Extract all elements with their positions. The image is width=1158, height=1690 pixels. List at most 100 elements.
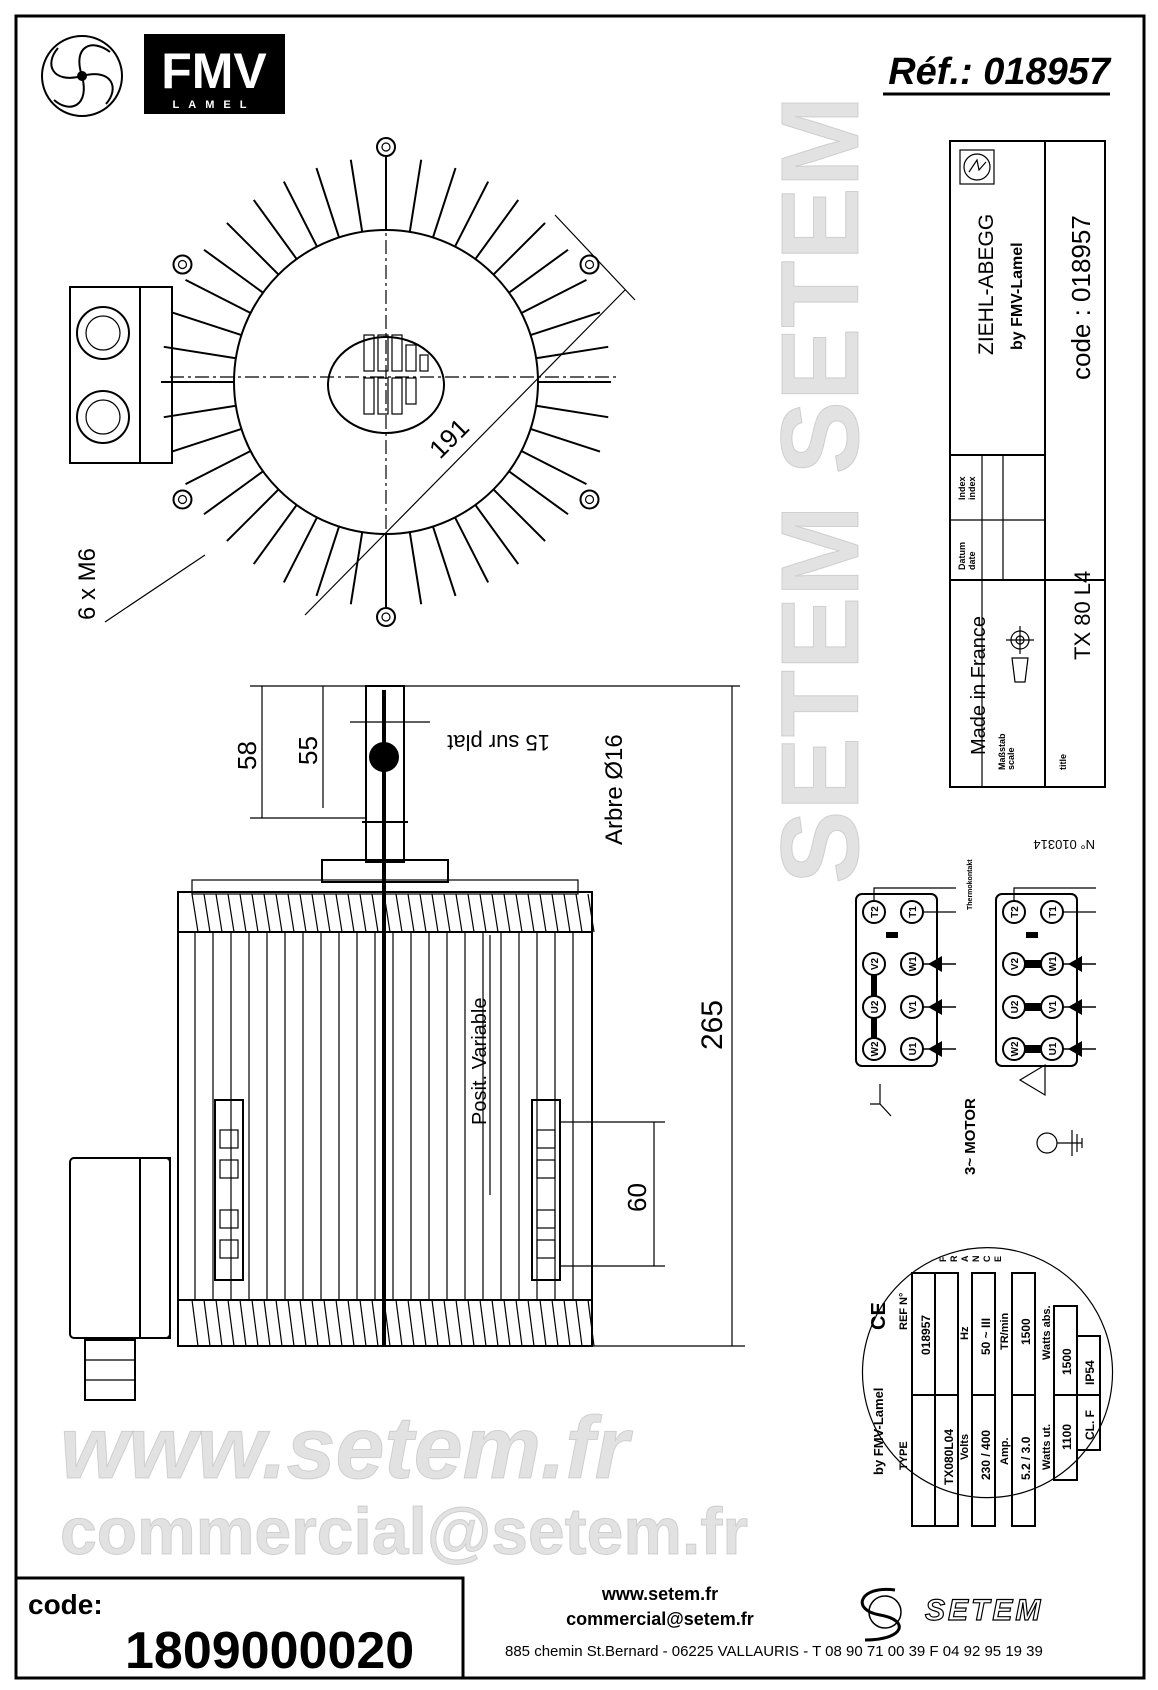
reference-number: Réf.: 018957 — [888, 51, 1112, 93]
fin — [432, 167, 457, 238]
hz-label: Hz — [959, 1326, 971, 1340]
terminal-label: U2 — [1010, 1000, 1021, 1013]
amp-label: Amp. — [999, 1438, 1011, 1466]
projection-symbol-icon — [1006, 626, 1034, 683]
scale-label: Maßstab — [997, 733, 1007, 770]
index-label: Index — [957, 476, 967, 500]
fin — [454, 516, 490, 583]
terminal-U2 — [862, 995, 886, 1019]
ground-icon — [1036, 1130, 1083, 1156]
footer-email: commercial@setem.fr — [566, 1609, 754, 1629]
country-letter: F — [938, 1256, 948, 1262]
star-symbol-icon — [870, 1084, 892, 1117]
scale-label-en: scale — [1006, 747, 1016, 770]
ziehl-abegg-logo-icon — [959, 149, 995, 185]
terminal-U2 — [1002, 995, 1026, 1019]
ce-mark-icon: CE — [868, 1302, 890, 1330]
country-letter: A — [960, 1255, 970, 1262]
bolt-icon — [579, 489, 600, 510]
delta-symbol-icon — [1018, 1063, 1046, 1097]
terminal-label: W1 — [1048, 956, 1059, 971]
shaft-label: Arbre Ø16 — [601, 734, 628, 845]
ip-rating: IP54 — [1083, 1360, 1097, 1385]
terminal-label: T2 — [1010, 906, 1021, 918]
terminal-V2 — [1002, 952, 1026, 976]
cooling-fins — [161, 157, 611, 607]
motor-label: 3~ MOTOR — [962, 1098, 979, 1175]
terminal-label: T1 — [1048, 906, 1059, 918]
fin — [171, 311, 242, 336]
thermo-label: Thermokontakt — [967, 859, 974, 910]
date-label: date — [967, 551, 977, 570]
terminal-label: U2 — [870, 1000, 881, 1013]
rpm-value: 1500 — [1019, 1318, 1033, 1345]
terminal-label: V2 — [1010, 957, 1021, 970]
brand-ziehl-abegg: ZIEHL-ABEGG — [975, 214, 998, 355]
code-label: code: — [28, 1589, 103, 1620]
terminal-W2 — [862, 1037, 886, 1061]
fan-icon — [41, 35, 123, 117]
terminal-V2 — [862, 952, 886, 976]
title-label: title — [1058, 754, 1068, 770]
fin — [535, 404, 609, 419]
fin — [492, 488, 546, 542]
setem-logo-text: SETEM — [925, 1594, 1043, 1627]
nameplate-brand: by FMV-Lamel — [871, 1388, 886, 1475]
fin — [454, 181, 490, 248]
fin — [474, 199, 520, 260]
title-block: ZIEHL-ABEGG by FMV-Lamel code : 018957 I… — [949, 140, 1106, 852]
bolt-icon — [579, 254, 600, 275]
terminal-label: V1 — [908, 1000, 919, 1013]
watermark: www.setem.fr SETEM SETEM commercial@sete… — [60, 95, 883, 1568]
terminal-box-front — [69, 286, 173, 464]
height-label: 265 — [696, 1000, 729, 1050]
fin — [508, 248, 569, 294]
title-code: code : 018957 — [1066, 215, 1096, 380]
amp-value: 5.2 / 3.0 — [1019, 1436, 1033, 1480]
watts-ut-label: Watts ut. — [1041, 1424, 1053, 1470]
volts-value: 230 / 400 — [979, 1430, 993, 1480]
bolt-icon — [376, 137, 396, 157]
terminal-label: W2 — [1010, 1041, 1021, 1056]
terminal-label: U1 — [908, 1042, 919, 1055]
fin — [530, 311, 601, 336]
fin — [252, 504, 298, 565]
terminal-W2 — [1002, 1037, 1026, 1061]
dim-55: 55 — [293, 736, 323, 765]
fin — [226, 488, 280, 542]
setem-logo-icon: SETEM — [860, 1587, 1043, 1642]
position-label: Posit. Variable — [469, 998, 491, 1125]
fin — [349, 159, 364, 233]
fin — [432, 526, 457, 597]
country-letter: E — [993, 1256, 1003, 1262]
cover-slots — [363, 334, 429, 415]
drawing-number: N° 010314 — [1033, 837, 1095, 852]
footer-address: 885 chemin St.Bernard - 06225 VALLAURIS … — [505, 1643, 1043, 1660]
ref-value: 018957 — [919, 1315, 933, 1355]
fin — [163, 404, 237, 419]
terminal-label: V1 — [1048, 1000, 1059, 1013]
code-value: 1809000020 — [125, 1622, 414, 1680]
dim-60: 60 — [622, 1183, 652, 1212]
watts-abs-label: Watts abs. — [1041, 1305, 1053, 1360]
ref-label: REF N° — [898, 1293, 910, 1330]
logo-text: FMV — [161, 43, 267, 99]
bolt-label: 6 x M6 — [74, 548, 101, 620]
watermark-url: www.setem.fr — [60, 1398, 634, 1497]
mounting-bolts — [172, 137, 600, 627]
terminal-label: W1 — [908, 956, 919, 971]
insulation-class: CL. F — [1083, 1410, 1097, 1440]
country-letter: R — [949, 1255, 959, 1262]
footer: code: 1809000020 www.setem.fr commercial… — [14, 1576, 1043, 1680]
fin — [408, 531, 423, 605]
terminal-label: V2 — [870, 957, 881, 970]
fin — [203, 248, 264, 294]
country-letter: N — [971, 1256, 981, 1263]
fin — [185, 278, 252, 314]
bolt-icon — [172, 254, 193, 275]
